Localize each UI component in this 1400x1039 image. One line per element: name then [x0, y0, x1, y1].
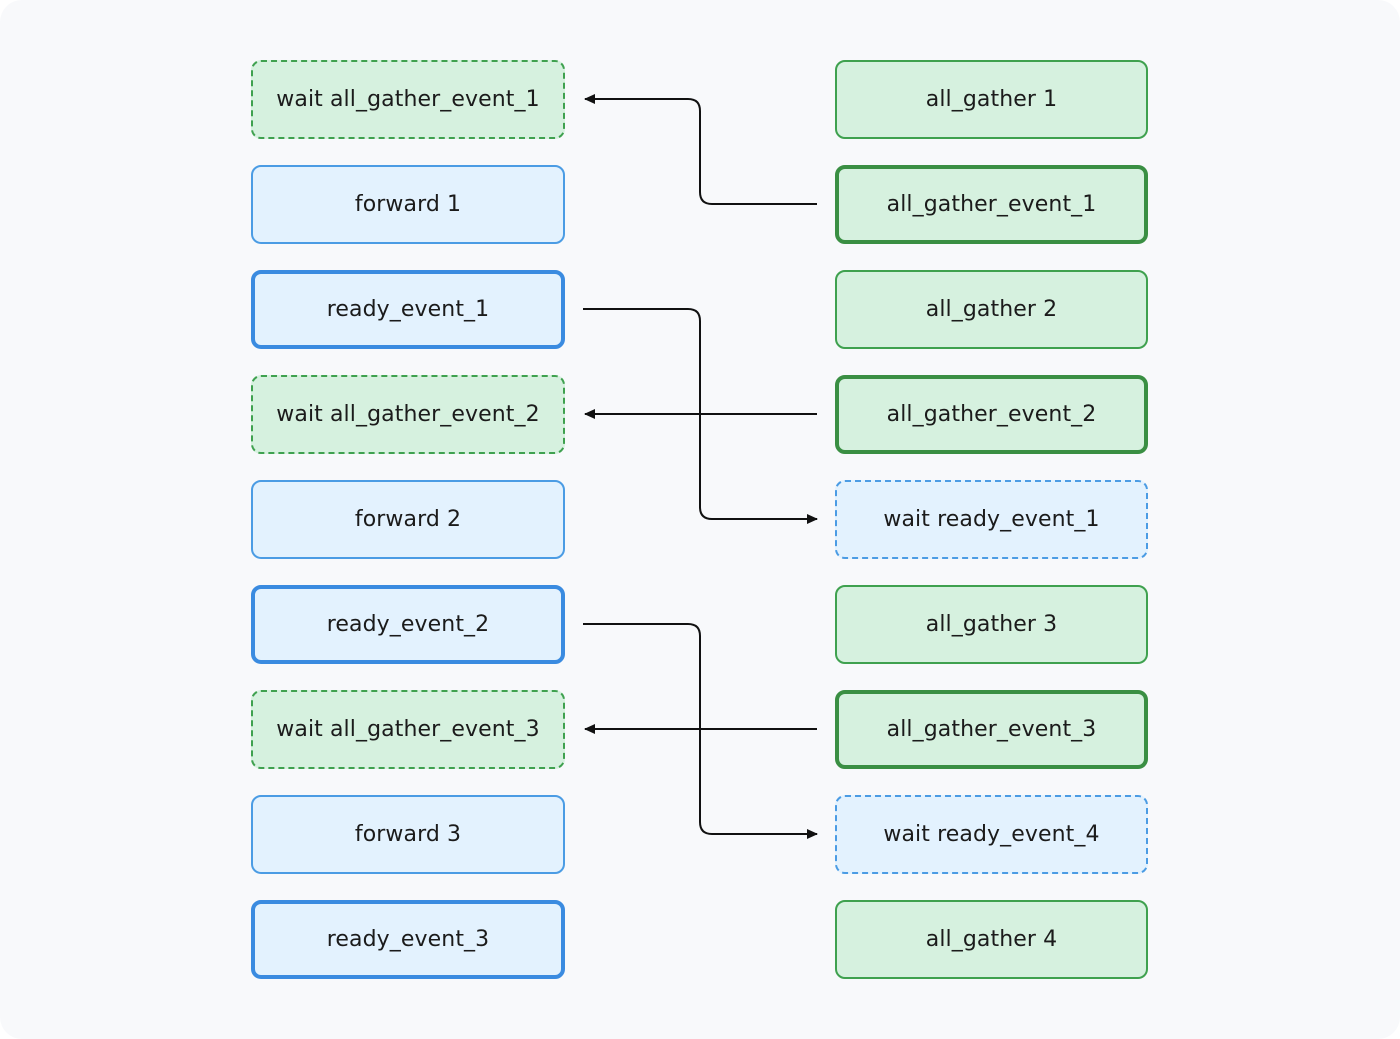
box-label: ready_event_3	[326, 927, 490, 952]
box-label: forward 2	[354, 507, 462, 532]
left-box-forward-2: forward 2	[251, 480, 565, 559]
left-box-forward-1: forward 1	[251, 165, 565, 244]
right-box-all-gather-3: all_gather 3	[835, 585, 1148, 664]
left-box-ready-event-1: ready_event_1	[251, 270, 565, 349]
right-box-all-gather-event-3: all_gather_event_3	[835, 690, 1148, 769]
box-label: ready_event_2	[326, 612, 490, 637]
right-box-wait-ready-event-1: wait ready_event_1	[835, 480, 1148, 559]
box-label: forward 3	[354, 822, 462, 847]
box-label: all_gather_event_2	[886, 402, 1097, 427]
box-label: all_gather 4	[925, 927, 1058, 952]
box-label: wait all_gather_event_2	[276, 402, 540, 427]
box-label: ready_event_1	[326, 297, 490, 322]
right-box-wait-ready-event-4: wait ready_event_4	[835, 795, 1148, 874]
left-box-ready-event-3: ready_event_3	[251, 900, 565, 979]
left-box-ready-event-2: ready_event_2	[251, 585, 565, 664]
connector-ready-event-2	[583, 623, 818, 839]
box-label: all_gather 1	[925, 87, 1058, 112]
right-box-all-gather-2: all_gather 2	[835, 270, 1148, 349]
box-label: all_gather_event_1	[886, 192, 1097, 217]
box-label: all_gather 3	[925, 612, 1058, 637]
right-box-all-gather-4: all_gather 4	[835, 900, 1148, 979]
left-box-wait-all-gather-event-3: wait all_gather_event_3	[251, 690, 565, 769]
box-label: wait ready_event_4	[883, 822, 1100, 847]
right-box-all-gather-event-1: all_gather_event_1	[835, 165, 1148, 244]
box-label: wait all_gather_event_3	[276, 717, 540, 742]
box-label: wait ready_event_1	[883, 507, 1100, 532]
box-label: forward 1	[354, 192, 462, 217]
right-box-all-gather-event-2: all_gather_event_2	[835, 375, 1148, 454]
left-box-forward-3: forward 3	[251, 795, 565, 874]
right-box-all-gather-1: all_gather 1	[835, 60, 1148, 139]
box-label: all_gather 2	[925, 297, 1058, 322]
left-box-wait-all-gather-event-2: wait all_gather_event_2	[251, 375, 565, 454]
left-box-wait-all-gather-event-1: wait all_gather_event_1	[251, 60, 565, 139]
box-label: wait all_gather_event_1	[276, 87, 540, 112]
box-label: all_gather_event_3	[886, 717, 1097, 742]
connector-all-gather-event-1	[584, 94, 817, 205]
connector-ready-event-1	[583, 308, 818, 524]
